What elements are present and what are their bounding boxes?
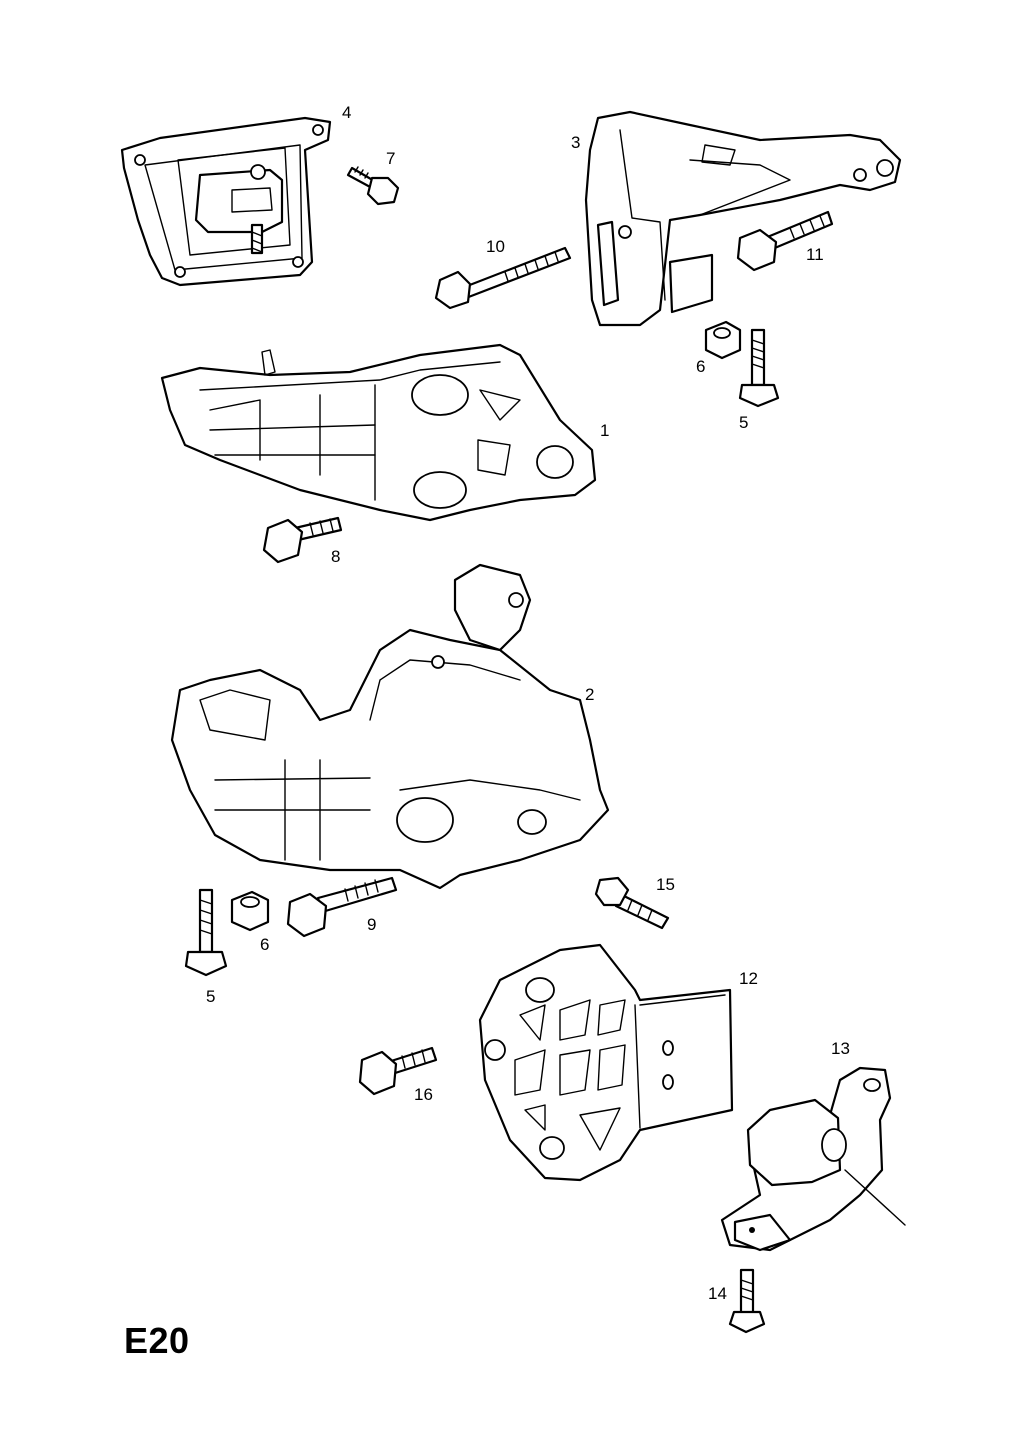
- callout-8: 8: [331, 547, 341, 566]
- callout-11: 11: [806, 245, 824, 264]
- part-16-bolt: [358, 1046, 438, 1096]
- part-11-bolt: [736, 210, 834, 272]
- callout-4: 4: [342, 103, 352, 122]
- part-15-screw: [594, 876, 670, 930]
- callout-7: 7: [386, 149, 396, 168]
- part-1-ribbed-bracket: [160, 343, 597, 522]
- part-13-rubber-mount: [720, 1066, 906, 1252]
- part-10-long-bolt: [434, 246, 572, 310]
- part-9-bolt: [286, 876, 398, 938]
- part-6-nut-lower: [230, 890, 270, 932]
- part-8-bolt: [262, 516, 343, 564]
- callout-9: 9: [367, 915, 377, 934]
- callout-5: 5: [739, 413, 749, 432]
- callout-6: 6: [260, 935, 270, 954]
- callout-14: 14: [708, 1284, 727, 1303]
- part-14-stud: [728, 1268, 766, 1334]
- part-3-bracket: [584, 110, 902, 327]
- callout-6: 6: [696, 357, 706, 376]
- part-7-bolt: [346, 166, 400, 206]
- callout-2: 2: [585, 685, 595, 704]
- callout-13: 13: [831, 1039, 850, 1058]
- part-5-stud-lower: [184, 888, 228, 977]
- callout-12: 12: [739, 969, 758, 988]
- sheet-code: E20: [124, 1320, 190, 1361]
- part-12-bracket: [478, 943, 734, 1182]
- callout-15: 15: [656, 875, 675, 894]
- callout-10: 10: [486, 237, 505, 256]
- part-5-stud-upper: [738, 328, 780, 408]
- part-4-engine-mount-plate: [120, 116, 332, 287]
- callout-5: 5: [206, 987, 216, 1006]
- callout-16: 16: [414, 1085, 433, 1104]
- part-2-mount-bracket: [170, 563, 610, 890]
- callout-3: 3: [571, 133, 581, 152]
- callout-1: 1: [600, 421, 610, 440]
- part-6-nut-upper: [704, 320, 742, 360]
